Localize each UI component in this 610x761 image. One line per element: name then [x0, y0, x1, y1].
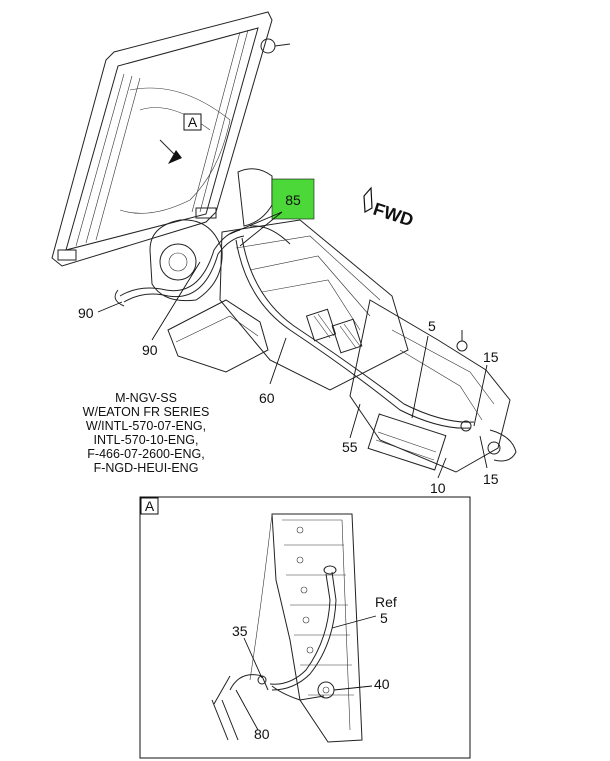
callout-15-lower[interactable]: 15 [483, 471, 499, 487]
detail-callout-80[interactable]: 80 [254, 726, 270, 742]
leader-lines [97, 261, 488, 479]
detail-view-a-title: A [145, 498, 155, 514]
detail-callout-35[interactable]: 35 [232, 623, 248, 639]
forward-indicator: FWD [363, 186, 416, 231]
section-ref-a-label: A [188, 114, 198, 130]
forward-arrow-icon [363, 186, 373, 213]
fwd-label: FWD [371, 199, 416, 231]
model-note-line-6: F-NGD-HEUI-ENG [94, 461, 199, 475]
model-note: M-NGV-SS W/EATON FR SERIES W/INTL-570-07… [83, 391, 210, 475]
model-note-line-1: M-NGV-SS [115, 391, 177, 405]
detail-view-a: A [139, 496, 471, 759]
callout-90-lower[interactable]: 90 [142, 342, 158, 358]
model-note-line-3: W/INTL-570-07-ENG, [86, 419, 206, 433]
callout-15-upper[interactable]: 15 [483, 349, 499, 365]
callout-90-upper[interactable]: 90 [78, 305, 94, 321]
model-note-line-5: F-466-07-2600-ENG, [87, 447, 204, 461]
callout-60[interactable]: 60 [259, 390, 275, 406]
callout-5[interactable]: 5 [428, 318, 436, 334]
engine-transmission-drawing [149, 168, 517, 473]
detail-callout-40[interactable]: 40 [374, 676, 390, 692]
model-note-line-2: W/EATON FR SERIES [83, 405, 210, 419]
radiator-drawing [51, 11, 291, 267]
section-ref-a: A [183, 113, 202, 131]
detail-callout-ref: Ref [375, 594, 397, 610]
callout-85-highlight[interactable]: 85 [271, 178, 315, 220]
hose-lines [114, 225, 475, 432]
callout-10[interactable]: 10 [430, 480, 446, 496]
model-note-line-4: INTL-570-10-ENG, [94, 433, 199, 447]
callout-55[interactable]: 55 [342, 439, 358, 455]
detail-callout-5[interactable]: 5 [380, 610, 388, 626]
callout-85-label: 85 [285, 192, 301, 208]
detail-leader-lines [235, 615, 377, 731]
